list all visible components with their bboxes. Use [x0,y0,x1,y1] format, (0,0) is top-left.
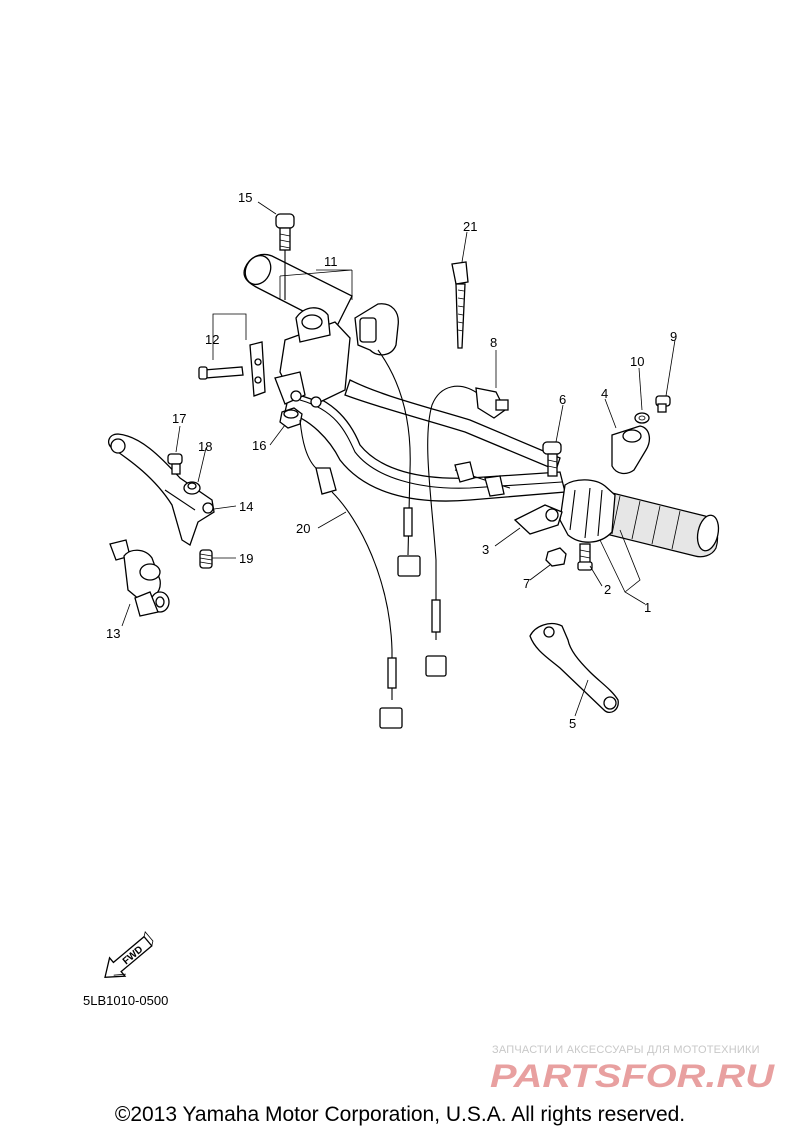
callout-15: 15 [238,190,252,205]
throttle-cable [454,461,511,497]
callout-11: 11 [324,254,338,269]
callout-8: 8 [490,335,497,350]
washer-10 [634,412,650,424]
callout-3: 3 [482,542,489,557]
throttle-housing [559,479,616,543]
wire-harness-8 [425,385,509,677]
brake-lever-5 [529,622,619,714]
callouts: 1 2 3 4 5 6 7 8 9 10 11 12 13 14 15 16 1… [106,190,677,731]
right-grip [589,489,720,558]
watermark-logo: PARTSFOR.RU [490,1058,775,1092]
leader-lines [121,201,676,717]
callout-18: 18 [198,439,212,454]
callout-2: 2 [604,582,611,597]
bolt-9 [655,395,671,413]
clamp-4 [611,425,651,475]
copyright-footer: ©2013 Yamaha Motor Corporation, U.S.A. A… [114,1103,686,1126]
callout-19: 19 [239,551,253,566]
watermark-logo-text: PARTSFOR.RU [490,1058,775,1092]
spring-19 [199,549,213,569]
clutch-lever [107,433,215,546]
callout-12: 12 [205,332,219,347]
callout-10: 10 [630,354,644,369]
bolt-17 [167,453,183,475]
callout-14: 14 [239,499,253,514]
callout-20: 20 [296,521,310,536]
left-grip [243,253,353,329]
bracket-3 [513,504,563,535]
callout-6: 6 [559,392,566,407]
callout-21: 21 [463,219,477,234]
watermark-tagline: ЗАПЧАСТИ И АКСЕССУАРЫ ДЛЯ МОТОТЕХНИКИ [492,1044,760,1056]
left-switch-assembly [274,303,399,408]
wire-harness-main [377,349,421,577]
perch-13 [109,539,170,617]
callout-16: 16 [252,438,266,453]
screw-2 [577,543,593,571]
nut-7 [545,547,567,567]
collar-18 [183,481,201,495]
callout-5: 5 [569,716,576,731]
callout-1: 1 [644,600,651,615]
nut-16 [279,407,303,429]
bolt-6 [542,441,562,477]
callout-17: 17 [172,411,186,426]
callout-9: 9 [670,329,677,344]
wire-harness-20 [299,419,403,729]
callout-4: 4 [601,386,608,401]
bracket-12 [198,341,266,397]
fwd-arrow: FWD [104,930,154,978]
callout-13: 13 [106,626,120,641]
callout-7: 7 [523,576,530,591]
diagram-code: 5LB1010-0500 [83,993,169,1008]
cable-tie-21 [451,261,469,349]
